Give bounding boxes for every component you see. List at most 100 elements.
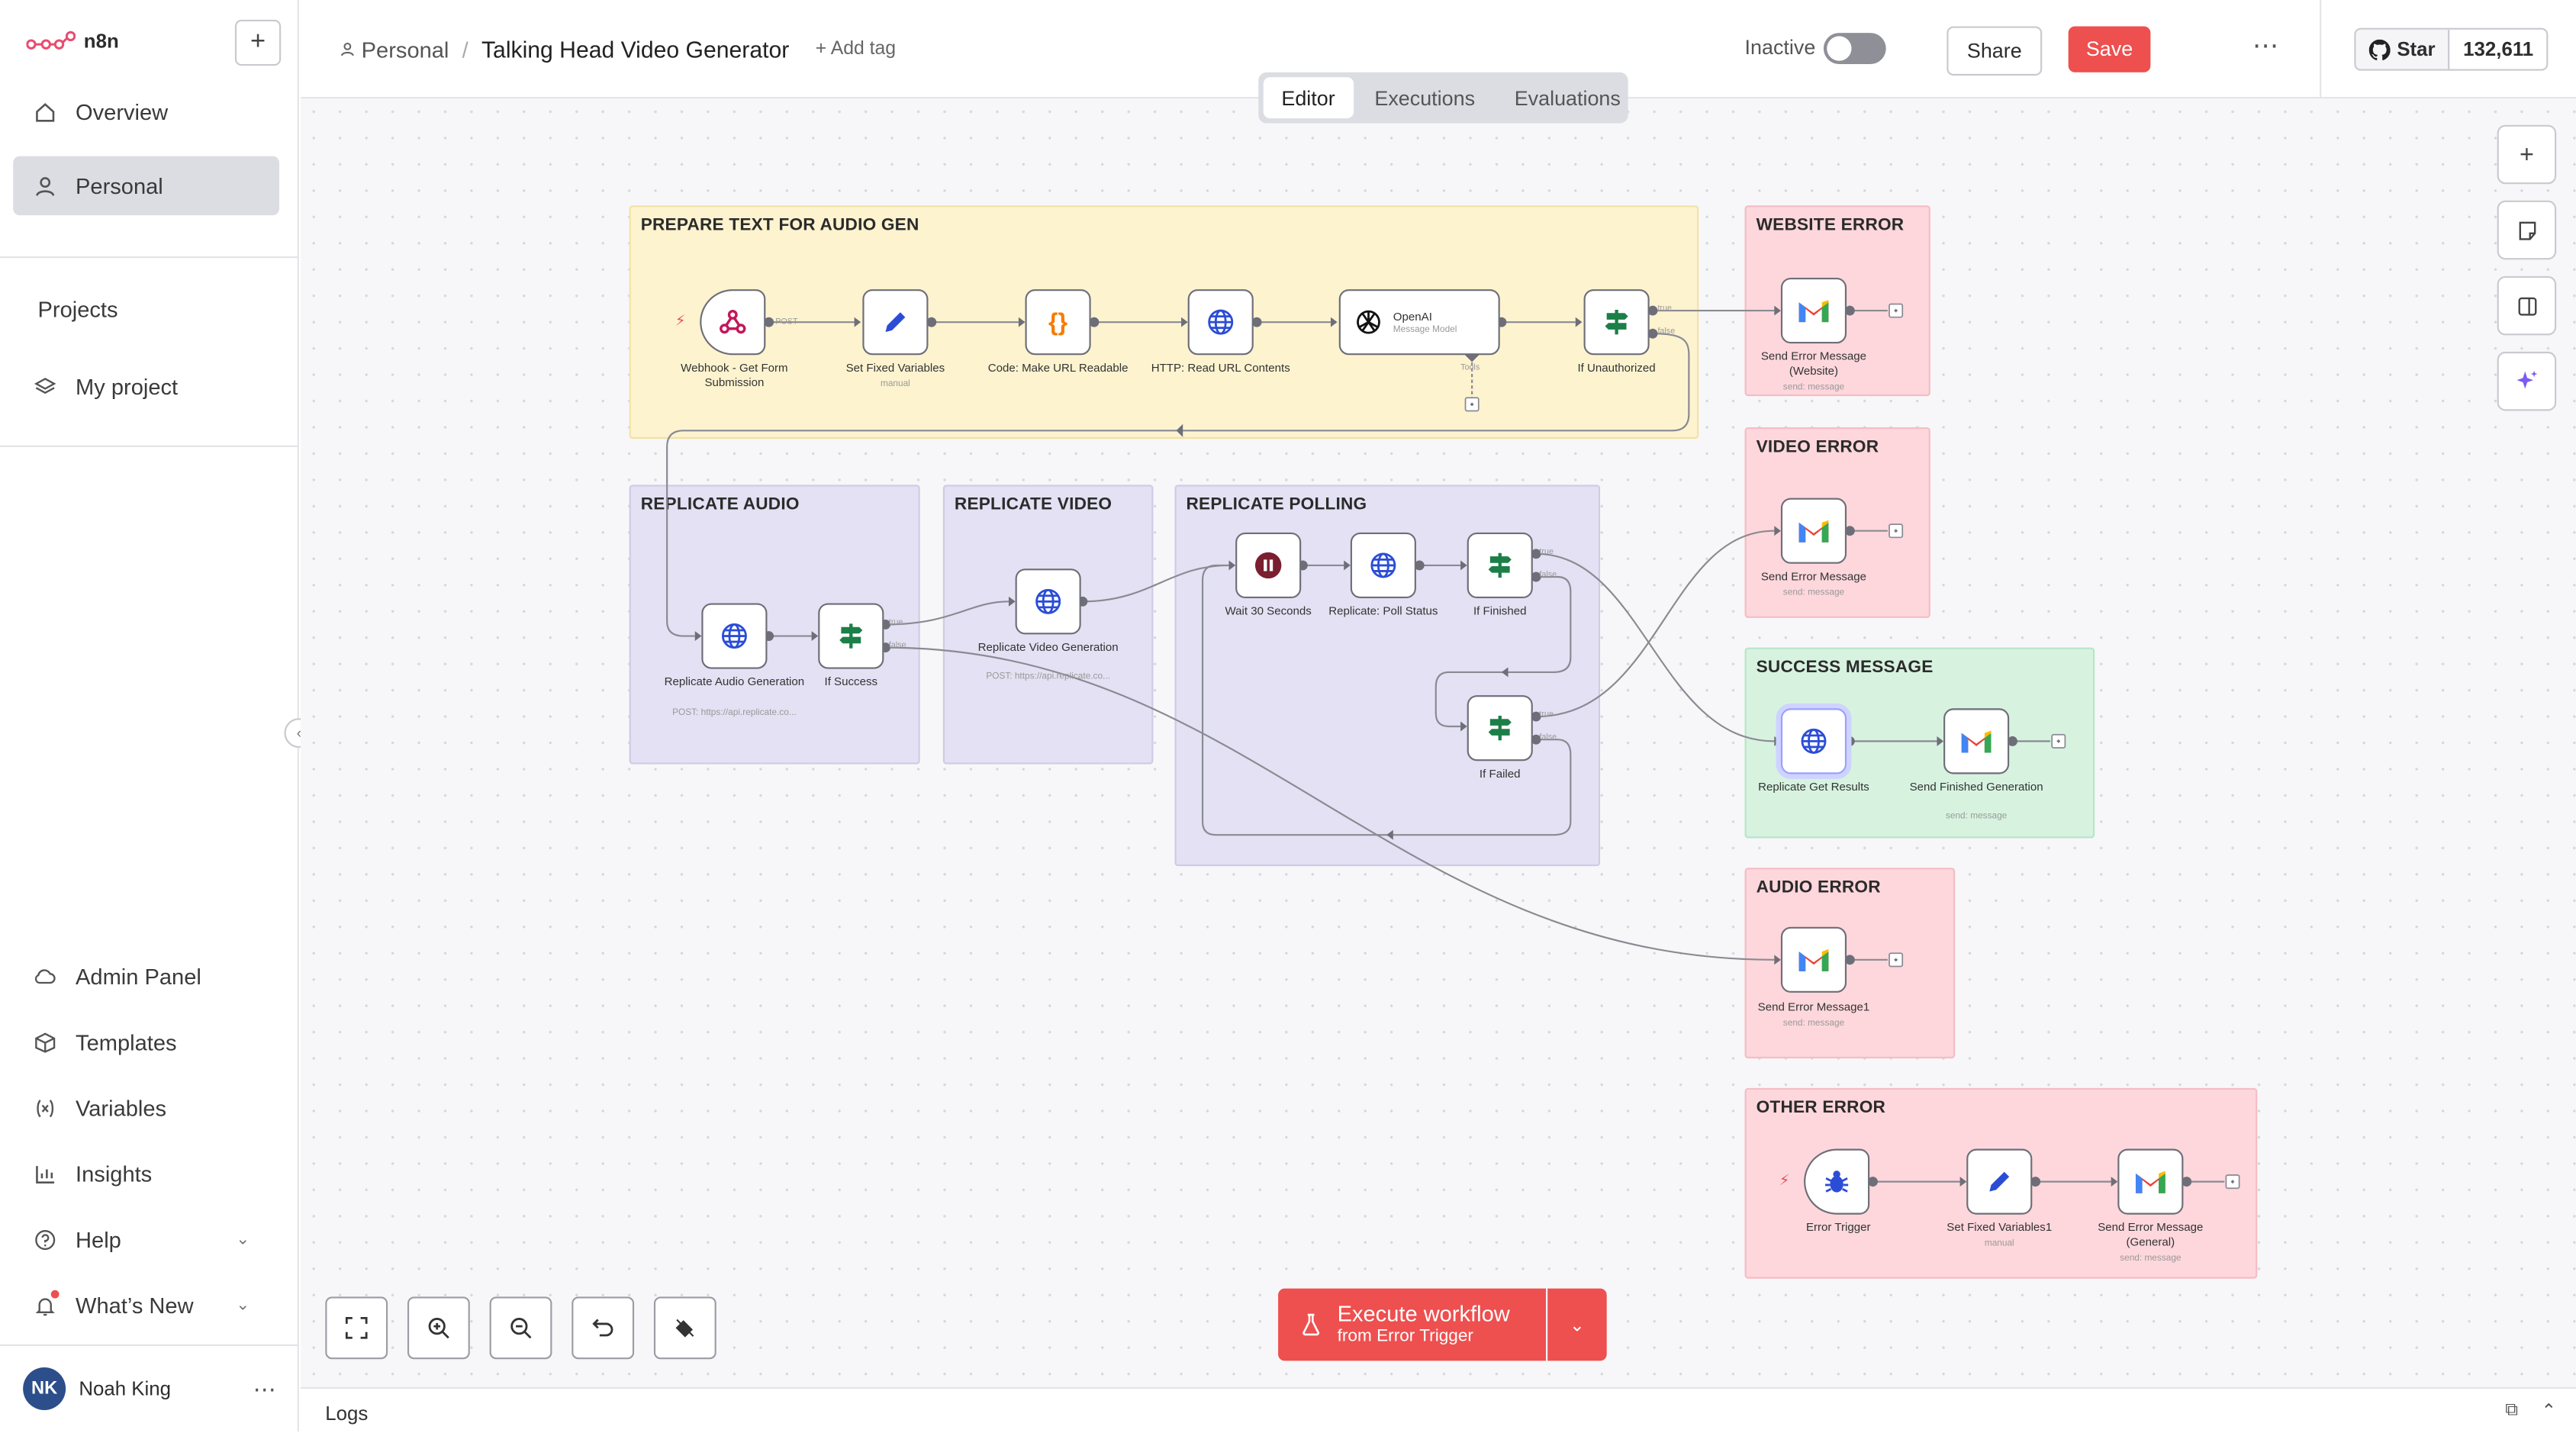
globe-icon	[721, 623, 747, 649]
node-label: Code: Make URL Readable	[987, 363, 1129, 375]
toggle-panel-button[interactable]	[2497, 275, 2557, 336]
signpost-icon	[1488, 552, 1512, 578]
sidebar-item-label: Personal	[76, 173, 163, 198]
node-error-trigger[interactable]	[1804, 1148, 1870, 1215]
user-menu[interactable]: NK Noah King ⋯	[23, 1367, 276, 1411]
node-replicate-video[interactable]	[1015, 568, 1081, 635]
add-sticky-button[interactable]	[2497, 200, 2557, 260]
node-if-unauthorized[interactable]	[1583, 289, 1650, 356]
create-button[interactable]: +	[234, 19, 282, 66]
node-wait[interactable]	[1235, 532, 1302, 599]
toggle-knob	[1827, 36, 1852, 61]
sparkle-icon	[2516, 370, 2538, 389]
workflow-title[interactable]: Talking Head Video Generator	[481, 36, 790, 63]
github-icon	[2368, 38, 2391, 60]
node-webhook[interactable]	[700, 289, 766, 356]
n8n-logo[interactable]: n8n	[26, 30, 119, 53]
share-button[interactable]: Share	[1946, 26, 2043, 76]
chevron-up-icon[interactable]: ⌃	[2541, 1402, 2557, 1422]
node-send-finished[interactable]	[1943, 708, 2010, 774]
node-poll-status[interactable]	[1350, 532, 1416, 599]
node-subtitle: send: message	[2120, 1254, 2182, 1264]
sidebar-item-personal[interactable]: Personal	[13, 156, 280, 216]
bug-icon	[1825, 1171, 1849, 1193]
node-set-fixed-variables1[interactable]	[1966, 1148, 2033, 1215]
sidebar-item-my-project[interactable]: My project	[13, 356, 279, 416]
node-openai[interactable]: OpenAI Message Model	[1338, 289, 1500, 356]
gmail-icon	[1798, 520, 1829, 543]
node-send-error-website[interactable]	[1780, 278, 1847, 344]
openai-icon	[1357, 310, 1380, 334]
notification-dot	[50, 1290, 60, 1299]
github-star-widget[interactable]: Star 132,611	[2354, 27, 2549, 71]
node-label: Replicate Video Generation	[977, 642, 1119, 655]
active-toggle[interactable]	[1823, 33, 1886, 65]
more-options-icon[interactable]: ⋯	[253, 1374, 276, 1402]
node-if-failed[interactable]	[1467, 695, 1533, 762]
panel-right-icon	[2517, 296, 2536, 315]
add-node-button[interactable]: +	[2497, 124, 2557, 185]
webhook-icon	[720, 310, 746, 334]
node-replicate-audio[interactable]	[701, 603, 768, 669]
tidy-up-button[interactable]	[653, 1296, 716, 1360]
execute-options-dropdown[interactable]: ⌄	[1547, 1288, 1607, 1361]
node-subtitle: manual	[880, 379, 910, 390]
fit-view-button[interactable]	[325, 1296, 388, 1360]
sidebar-item-overview[interactable]: Overview	[13, 82, 279, 142]
output-true-label: true	[1539, 710, 1554, 720]
node-subtitle: Message Model	[1393, 324, 1457, 335]
tab-evaluations[interactable]: Evaluations	[1514, 86, 1621, 110]
more-options-icon[interactable]: ⋯	[2252, 33, 2279, 61]
node-http-read[interactable]	[1187, 289, 1254, 356]
execute-workflow-button[interactable]: Execute workflow from Error Trigger	[1278, 1288, 1547, 1361]
node-if-finished[interactable]	[1467, 532, 1533, 599]
sidebar-item-admin-panel[interactable]: Admin Panel	[13, 947, 279, 1006]
github-star-button[interactable]: Star	[2355, 29, 2450, 69]
sidebar-item-templates[interactable]: Templates	[13, 1013, 279, 1072]
node-send-error-audio[interactable]	[1780, 926, 1847, 993]
node-replicate-get-results[interactable]	[1780, 708, 1847, 774]
node-if-success[interactable]	[818, 603, 884, 669]
node-send-error-general[interactable]	[2117, 1148, 2184, 1215]
output-false-label: false	[888, 641, 906, 651]
tab-editor[interactable]: Editor	[1263, 77, 1354, 119]
zoom-out-button[interactable]	[489, 1296, 552, 1360]
sidebar-item-label: Templates	[76, 1029, 177, 1055]
output-false-label: false	[1657, 327, 1676, 337]
logs-label: Logs	[325, 1402, 369, 1425]
undo-icon	[592, 1319, 613, 1337]
sticky-title: VIDEO ERROR	[1756, 436, 1879, 457]
sidebar-item-label: Help	[76, 1226, 121, 1252]
undo-button[interactable]	[572, 1296, 635, 1360]
ai-assistant-button[interactable]	[2497, 351, 2557, 411]
zoom-out-icon	[510, 1318, 532, 1339]
sticky-title: REPLICATE VIDEO	[954, 494, 1113, 515]
node-label: If Failed	[1479, 769, 1521, 781]
sticky-title: REPLICATE POLLING	[1186, 494, 1367, 515]
breadcrumb-project[interactable]: Personal	[340, 37, 449, 62]
cloud-icon	[33, 964, 56, 987]
execute-sublabel: from Error Trigger	[1337, 1326, 1473, 1347]
node-label: HTTP: Read URL Contents	[1151, 363, 1290, 375]
add-tag-button[interactable]: + Add tag	[815, 39, 897, 60]
plus-icon: +	[2519, 140, 2534, 169]
node-subtitle: send: message	[1782, 382, 1845, 393]
zoom-in-button[interactable]	[407, 1296, 470, 1360]
sidebar-item-whats-new[interactable]: What’s New ⌄	[13, 1275, 279, 1335]
pop-out-icon[interactable]: ⧉	[2505, 1400, 2519, 1420]
code-braces-icon: {}	[1048, 308, 1068, 337]
save-button[interactable]: Save	[2068, 26, 2151, 72]
breadcrumb-separator: /	[462, 37, 469, 62]
sidebar-item-label: Overview	[76, 99, 169, 124]
tab-executions[interactable]: Executions	[1374, 86, 1476, 110]
node-set-fixed-variables[interactable]	[862, 289, 929, 356]
chevron-down-icon: ⌄	[236, 1230, 250, 1248]
node-code[interactable]: {}	[1025, 289, 1091, 356]
sidebar-item-variables[interactable]: Variables	[13, 1078, 279, 1138]
sticky-audio-error[interactable]: AUDIO ERROR	[1744, 868, 1956, 1059]
box-icon	[33, 1030, 56, 1053]
logs-panel[interactable]: Logs ⧉ ⌃	[301, 1386, 2576, 1433]
sidebar-item-help[interactable]: Help ⌄	[13, 1209, 279, 1269]
sidebar-item-insights[interactable]: Insights	[13, 1144, 279, 1203]
node-send-error-video[interactable]	[1780, 498, 1847, 564]
